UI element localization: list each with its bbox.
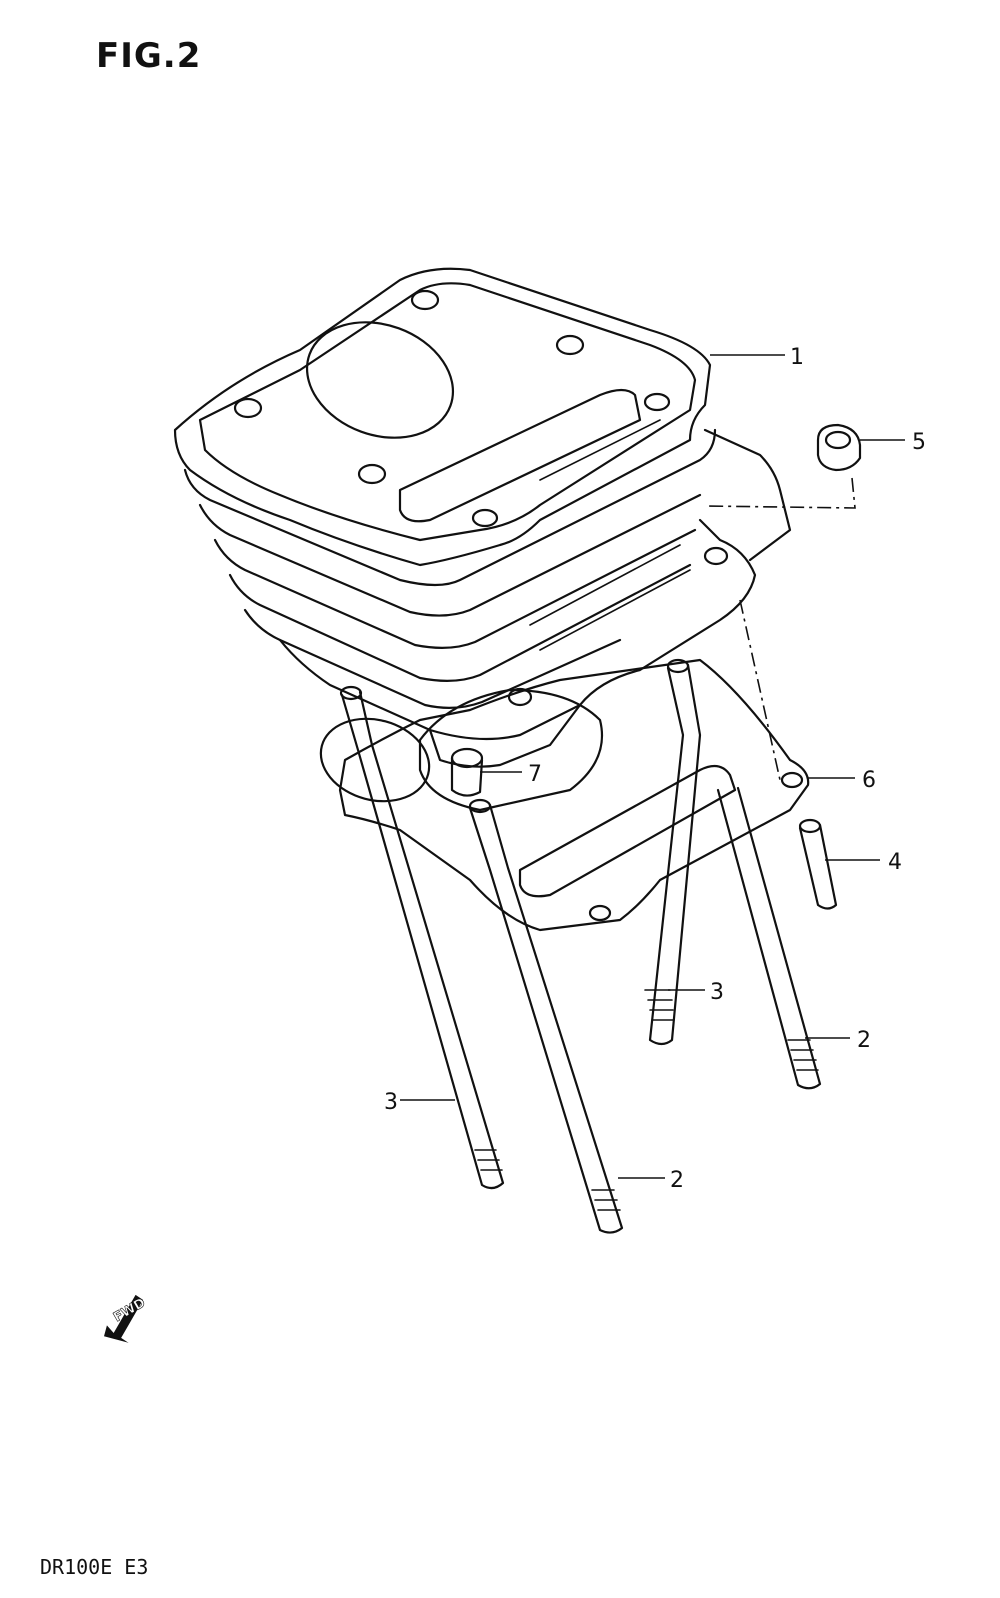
- figure-title: FIG.2: [96, 36, 202, 76]
- model-code: DR100E E3: [40, 1555, 149, 1579]
- base-gasket-part: [319, 658, 810, 932]
- callout-2-right: 2: [857, 1028, 871, 1053]
- callout-2-front: 2: [670, 1168, 684, 1193]
- dowel-pin-part: [450, 747, 484, 797]
- stud-pin-part: [798, 818, 838, 910]
- cap-nut-part: [816, 423, 862, 472]
- callout-6: 6: [862, 768, 876, 793]
- callout-3-left: 3: [384, 1090, 398, 1115]
- stud-bolts: [339, 658, 822, 1234]
- callout-5: 5: [912, 430, 926, 455]
- callout-4: 4: [888, 850, 902, 875]
- callout-7: 7: [528, 762, 542, 787]
- callout-3-right: 3: [710, 980, 724, 1005]
- forward-arrow-icon: FWD: [104, 1294, 149, 1343]
- callout-1: 1: [790, 345, 804, 370]
- cylinder-part: [173, 267, 792, 768]
